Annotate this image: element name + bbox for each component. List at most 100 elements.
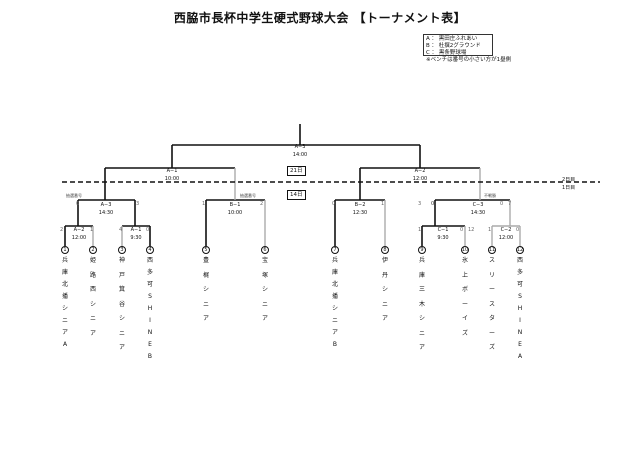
qf-b1-time: 10:00 [228,210,242,216]
legend-bench-note: ※ベンチは番号の小さい方が1塁側 [426,57,512,63]
semi-left-time: 10:00 [165,176,179,182]
team-name-char: シ [261,286,268,293]
qf-c3-time: 14:30 [471,210,485,216]
team-name-char: 谷 [118,300,125,308]
date-box-lower: 14日 [287,190,306,200]
team-name-char: ア [61,329,68,336]
team-name-char: 播 [331,293,338,300]
legend-venue-a: A ： 黒田庄ふれあい [426,36,478,42]
r1-a1-time: 9:30 [130,235,141,241]
team-name-char: 伊 [381,257,388,264]
team-name-char: シ [331,305,338,312]
r1-c2-code: C−2 [501,227,512,233]
team-name-char: 路 [89,271,96,279]
team-number: 8 [381,246,389,254]
score-number: 3 [136,201,139,207]
qf-b2-time: 12:30 [353,210,367,216]
team-name-char: E [518,341,522,348]
team-name-char: ニ [261,300,268,308]
team-name-char: 播 [61,293,68,300]
team-name-char: 姫 [89,257,96,264]
r1-c1-time: 9:30 [437,235,448,241]
team-name-char: リ [488,271,495,279]
team-name-char: 梶 [202,271,209,279]
annotation-mid: 抽選番号 [240,192,256,198]
team-name-char: 神 [118,257,125,264]
team-number: 6 [261,246,269,254]
team-name-char: 多 [516,269,523,276]
final-code: A−3 [295,144,306,150]
team-number: 3 [118,246,126,254]
team-name-char: E [148,341,152,348]
team-number: 10 [461,246,469,254]
team-number: 12 [516,246,524,254]
team-name-char: ニ [61,317,68,324]
semi-left-code: A−1 [167,168,178,174]
final-time: 14:00 [293,152,307,158]
team-name-char: シ [418,315,425,322]
qf-a3-code: A−3 [101,202,112,208]
team-name-char: 兵 [61,257,68,264]
annotation-left: 抽選番号 [66,192,82,198]
team-name-char: A [517,353,523,360]
score-number: 2 [260,201,263,207]
team-name-char: ア [381,315,388,322]
team-name-char: 豊 [202,257,209,264]
team-number: 4 [146,246,154,254]
team-name-char: 兵 [331,257,338,264]
score-number: 0 [146,227,149,233]
score-number: 2 [60,227,63,233]
score-number: 7 [508,201,511,207]
team-name-char: イ [461,315,468,322]
score-number: 0 [500,201,503,207]
score-number: 0 [332,201,335,207]
score-number: 1 [202,201,205,207]
r1-c2-time: 12:00 [499,235,513,241]
r1-c1-code: C−1 [438,227,449,233]
score-number: 0 [516,227,519,233]
score-number: 0 [76,201,79,207]
team-name-char: ー [461,300,468,308]
team-name-char: ボ [461,286,468,293]
team-name-char: 箕 [118,286,125,293]
team-name-char: ス [488,300,495,308]
qf-a3-time: 14:30 [99,210,113,216]
team-name-char: ー [488,329,495,337]
score-number: 0 [431,201,434,207]
team-name-char: 可 [146,281,153,288]
legend-box [423,34,493,56]
team-name-char: I [149,317,151,324]
score-number: 12 [468,227,474,233]
team-name-char: ス [488,257,495,264]
qf-b2-code: B−2 [355,202,366,208]
team-number: 1 [61,246,69,254]
team-name-char: シ [118,315,125,322]
team-name-char: 塚 [261,271,268,279]
team-name-char: シ [61,305,68,312]
team-name-char: I [519,317,521,324]
team-name-char: ア [202,315,209,322]
score-number: 1 [381,201,384,207]
team-number: 2 [89,246,97,254]
score-number: 1 [418,227,421,233]
team-name-char: N [517,329,523,336]
r1-a1-code: A−1 [131,227,142,233]
team-name-char: 兵 [418,257,425,264]
team-number: 5 [202,246,210,254]
semi-right-time: 12:00 [413,176,427,182]
team-name-char: 西 [89,286,96,293]
team-name-char: シ [381,286,388,293]
team-name-char: ア [418,344,425,351]
score-number: 0 [431,201,434,207]
team-name-char: A [62,341,68,348]
